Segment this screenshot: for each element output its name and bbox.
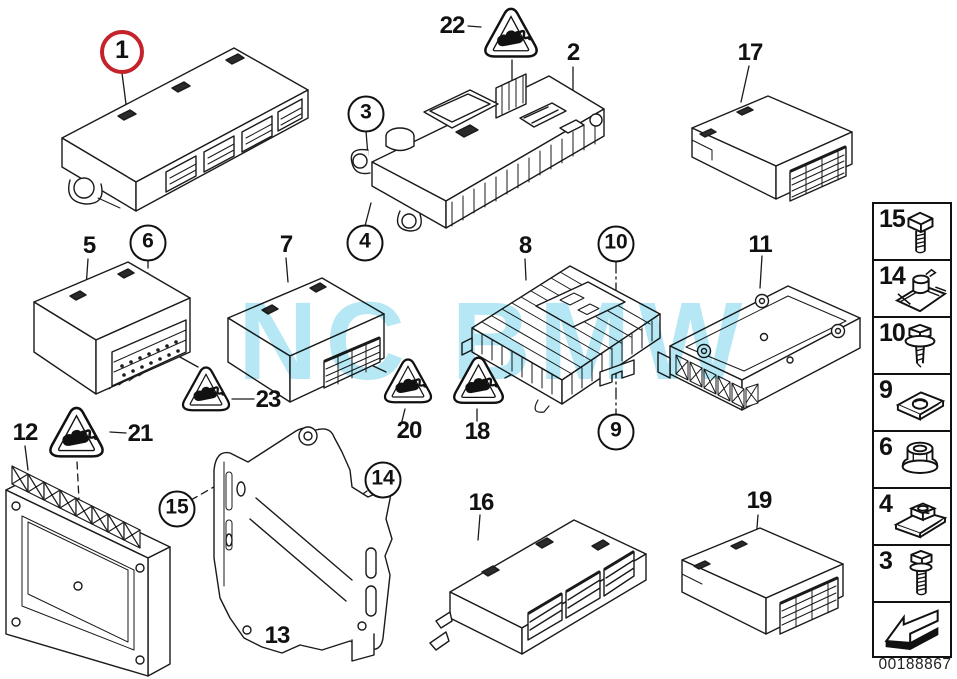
flange-nut-icon	[891, 435, 949, 485]
legend-cell-10: 10	[872, 316, 952, 375]
clip-nut-stud-icon	[891, 264, 949, 314]
legend-cell-arrow	[872, 601, 952, 658]
flange-screw-icon	[891, 321, 949, 371]
legend-cell-6: 6	[872, 430, 952, 489]
legend-number: 6	[879, 433, 893, 461]
module-2-drawing	[350, 73, 605, 232]
module-19-drawing	[681, 527, 844, 635]
direction-arrow-icon	[879, 606, 945, 654]
legend-cell-9: 9	[872, 373, 952, 432]
clip-nut-icon	[891, 378, 949, 428]
module-12-drawing	[5, 465, 171, 677]
legend-cell-4: 4	[872, 487, 952, 546]
legend-number: 4	[879, 490, 893, 518]
module-8-drawing	[461, 265, 661, 413]
module-1-drawing	[61, 47, 309, 212]
hex-bolt-icon	[891, 207, 949, 257]
plate-nut-icon	[891, 492, 949, 542]
module-16-drawing	[429, 519, 647, 655]
legend-cell-3: 3	[872, 544, 952, 603]
part-number: 00188867	[878, 656, 952, 673]
legend-number: 9	[879, 376, 893, 404]
legend-cell-14: 14	[872, 259, 952, 318]
legend-number: 15	[879, 205, 906, 233]
flange-bolt-icon	[891, 549, 949, 599]
legend-number: 10	[879, 319, 906, 347]
module-11-drawing	[657, 285, 861, 411]
legend-number: 14	[879, 262, 906, 290]
module-17-drawing	[691, 95, 853, 202]
bracket-13-drawing	[213, 426, 393, 662]
module-7-drawing	[227, 277, 385, 403]
legend-number: 3	[879, 547, 893, 575]
module-5-drawing	[33, 261, 191, 395]
legend-cell-15: 15	[872, 202, 952, 261]
